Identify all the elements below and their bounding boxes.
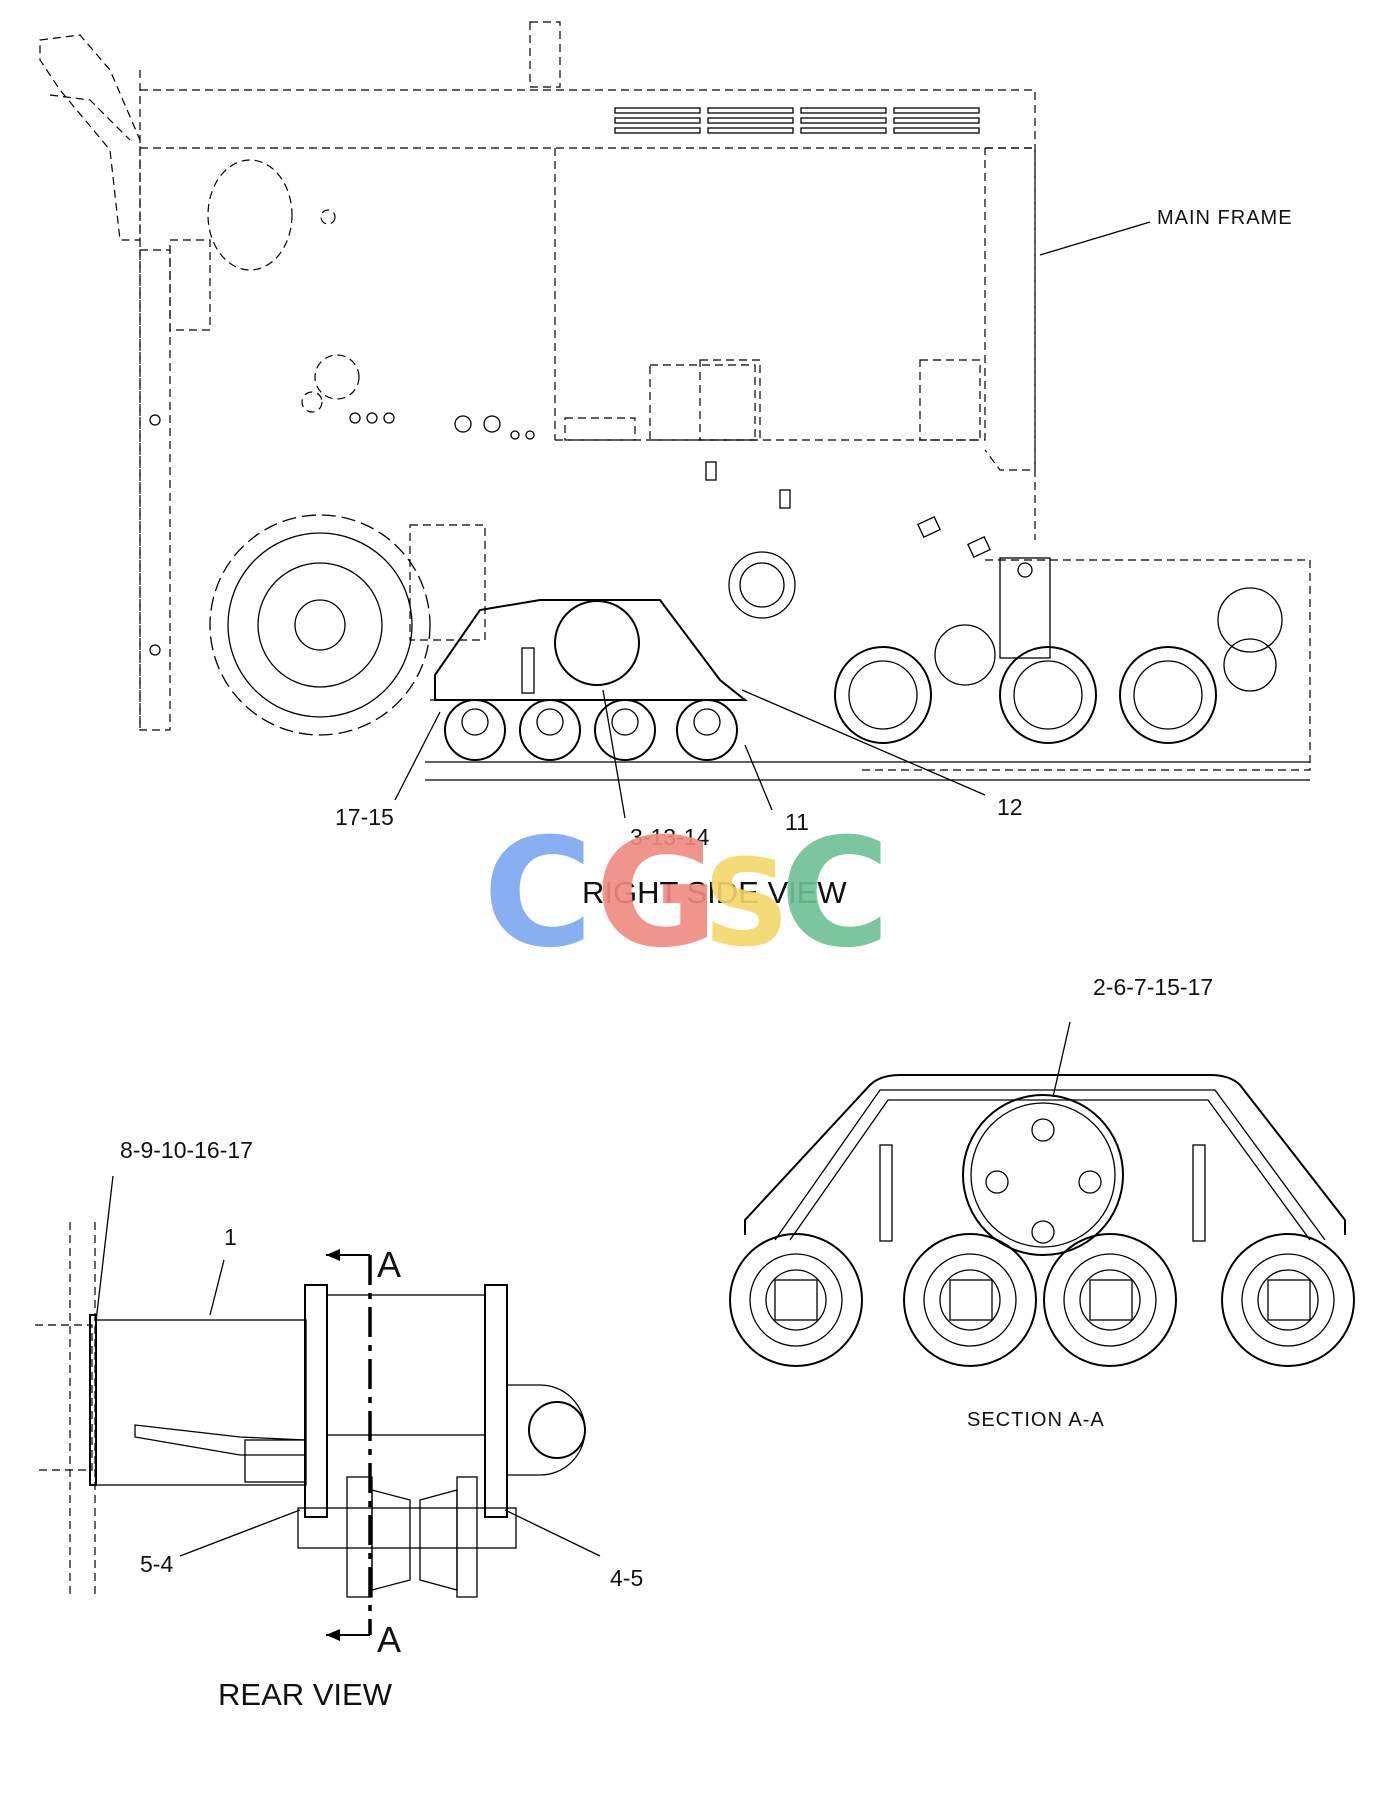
sprocket-drawing: [209, 514, 431, 736]
callout-12: 12: [997, 794, 1023, 820]
section-marker-top: A: [377, 1244, 401, 1285]
callout-3-13-14: 3-13-14: [630, 824, 709, 850]
section-marker-bottom: A: [377, 1619, 401, 1660]
callout-8-9-10-16-17: 8-9-10-16-17: [120, 1137, 253, 1163]
callout-2-6-7-15-17: 2-6-7-15-17: [1093, 974, 1213, 1000]
callout-17-15: 17-15: [335, 804, 394, 830]
watermark-letter-c2: C: [780, 807, 890, 981]
cgsc-watermark: C G S C: [483, 807, 890, 981]
rear-view-drawing: [35, 1175, 601, 1641]
callout-4-5: 4-5: [610, 1565, 643, 1591]
rear-view-title: REAR VIEW: [218, 1677, 393, 1712]
watermark-letter-c1: C: [483, 807, 593, 981]
callout-11: 11: [785, 809, 809, 835]
watermark-letter-s: S: [703, 835, 789, 974]
section-aa-title: SECTION A-A: [967, 1409, 1105, 1431]
callout-1: 1: [224, 1224, 237, 1250]
watermark-letter-g: G: [595, 807, 718, 981]
right-side-view-drawing: [39, 21, 1311, 819]
callout-5-4: 5-4: [140, 1551, 173, 1577]
section-aa-drawing: [729, 1021, 1355, 1367]
right-side-view-title: RIGHT SIDE VIEW: [582, 875, 847, 910]
main-frame-label: MAIN FRAME: [1157, 207, 1293, 229]
